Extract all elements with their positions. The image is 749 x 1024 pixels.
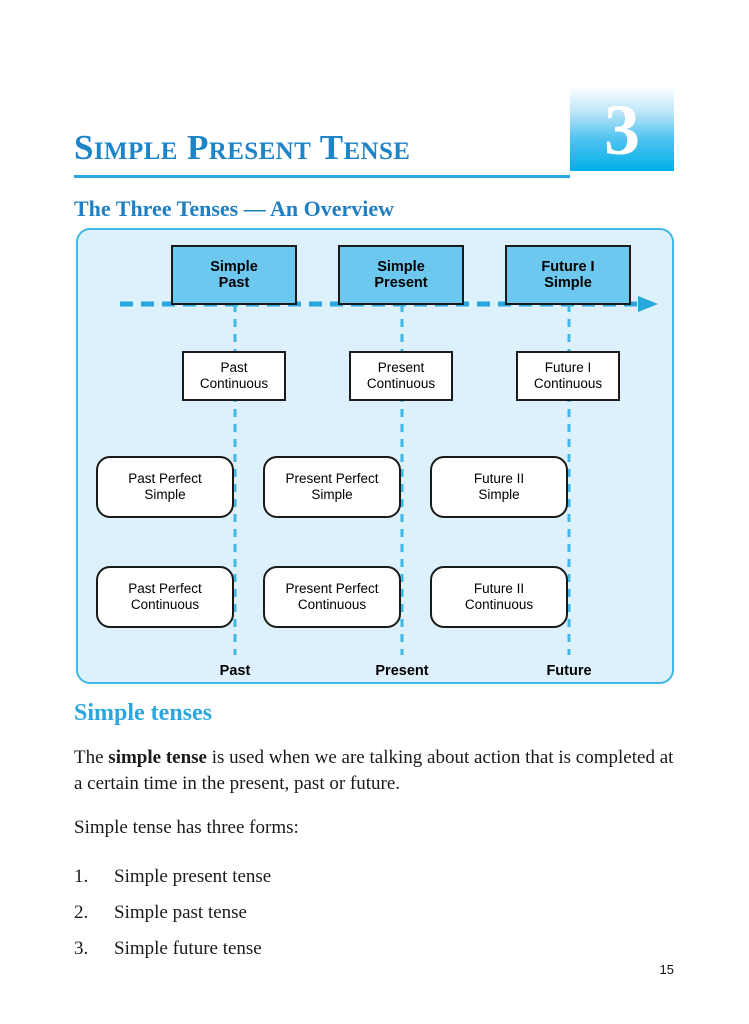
node-past-perfect-continuous[interactable]: Past Perfect Continuous: [96, 566, 234, 628]
list-item-number: 2.: [74, 902, 89, 923]
paragraph-text-before: The: [74, 747, 109, 768]
list-item: 3. Simple future tense: [74, 931, 674, 967]
paragraph-three-forms: Simple tense has three forms:: [74, 817, 299, 838]
node-present-perfect-simple[interactable]: Present Perfect Simple: [263, 456, 401, 518]
list-item-number: 1.: [74, 866, 89, 887]
list-item-number: 3.: [74, 938, 89, 959]
chapter-number-badge: 3: [570, 86, 674, 171]
list-item: 1. Simple present tense: [74, 859, 674, 895]
tenses-overview-diagram: Simple Past Simple Present Future I Simp…: [76, 228, 674, 684]
paragraph-simple-tense-definition: The simple tense is used when we are tal…: [74, 745, 674, 797]
node-future-ii-continuous[interactable]: Future II Continuous: [430, 566, 568, 628]
body-content: Simple tenses The simple tense is used w…: [74, 700, 674, 967]
paragraph-bold-term: simple tense: [108, 747, 207, 768]
node-simple-present[interactable]: Simple Present: [338, 245, 464, 305]
title-underline-rule: [74, 175, 570, 178]
chapter-header: 3 Simple Present Tense: [0, 0, 749, 190]
node-simple-past[interactable]: Simple Past: [171, 245, 297, 305]
axis-label-future: Future: [546, 663, 592, 679]
axis-label-past: Past: [219, 663, 251, 679]
page-title: Simple Present Tense: [74, 128, 411, 167]
axis-label-present: Present: [375, 663, 429, 679]
list-item-label: Simple future tense: [114, 938, 262, 959]
node-past-continuous[interactable]: Past Continuous: [182, 351, 286, 401]
list-item: 2. Simple past tense: [74, 895, 674, 931]
chapter-number: 3: [604, 90, 640, 170]
list-item-label: Simple present tense: [114, 866, 272, 887]
node-future-ii-simple[interactable]: Future II Simple: [430, 456, 568, 518]
subsection-heading: Simple tenses: [74, 700, 212, 726]
simple-tense-forms-list: 1. Simple present tense 2. Simple past t…: [74, 859, 674, 967]
list-item-label: Simple past tense: [114, 902, 247, 923]
node-future-i-continuous[interactable]: Future I Continuous: [516, 351, 620, 401]
section-heading: The Three Tenses — An Overview: [74, 196, 395, 221]
node-past-perfect-simple[interactable]: Past Perfect Simple: [96, 456, 234, 518]
paragraph-text-after: is used when we are talking about action…: [74, 747, 674, 794]
page-number: 15: [659, 962, 674, 977]
node-present-perfect-continuous[interactable]: Present Perfect Continuous: [263, 566, 401, 628]
node-present-continuous[interactable]: Present Continuous: [349, 351, 453, 401]
node-future-i-simple[interactable]: Future I Simple: [505, 245, 631, 305]
